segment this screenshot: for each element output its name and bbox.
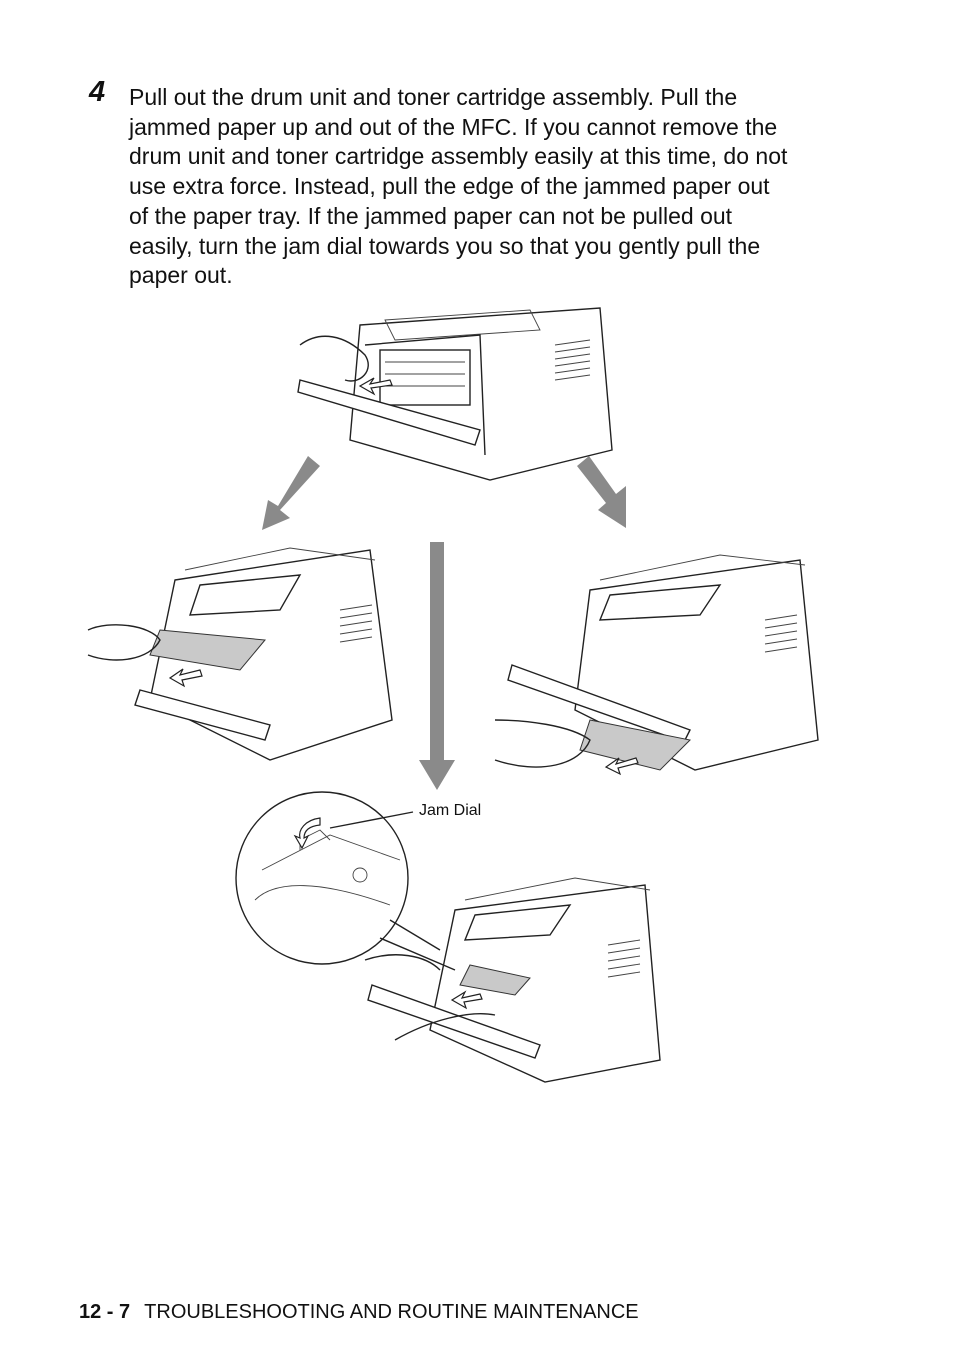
hand bbox=[394, 1013, 496, 1041]
instruction-line: easily, turn the jam dial towards you so… bbox=[129, 232, 761, 259]
vent-grille bbox=[764, 614, 798, 653]
pull-arrow bbox=[450, 990, 483, 1010]
instruction-line: use extra force. Instead, pull the edge … bbox=[129, 173, 770, 200]
magnifier-circle bbox=[235, 791, 409, 965]
rotate-arrow bbox=[293, 817, 321, 850]
vent-grille bbox=[607, 939, 641, 978]
direction-arrow-right bbox=[577, 456, 626, 528]
page-number: 12 - 7 bbox=[79, 1301, 131, 1323]
jammed-paper bbox=[579, 719, 692, 771]
direction-arrow-left bbox=[262, 456, 320, 530]
instruction-line: Pull out the drum unit and toner cartrid… bbox=[129, 84, 738, 110]
jam-dial-knob bbox=[352, 867, 368, 883]
jammed-paper bbox=[459, 964, 531, 996]
pull-from-tray-view bbox=[494, 554, 819, 776]
jam-dial-view bbox=[235, 791, 661, 1083]
vent-grille bbox=[554, 339, 591, 381]
instruction-line: paper out. bbox=[129, 262, 233, 289]
hand bbox=[87, 624, 161, 661]
vent-grille bbox=[339, 604, 373, 643]
callout-line bbox=[329, 811, 414, 829]
drum-removal-view bbox=[297, 307, 613, 481]
page-footer: 12 - 7 TROUBLESHOOTING AND ROUTINE MAINTE… bbox=[79, 1301, 639, 1324]
step-number: 4 bbox=[89, 76, 106, 108]
hand bbox=[364, 954, 441, 971]
instruction-line: drum unit and toner cartridge assembly e… bbox=[129, 143, 788, 170]
direction-arrow-down bbox=[419, 542, 455, 790]
step-instructions: Pull out the drum unit and toner cartrid… bbox=[129, 83, 834, 291]
hand bbox=[494, 719, 591, 768]
jam-dial-callout: Jam Dial bbox=[419, 802, 482, 819]
jammed-paper bbox=[149, 629, 266, 671]
pull-arrow bbox=[168, 668, 203, 688]
pull-up-view bbox=[87, 547, 393, 761]
pull-arrow bbox=[358, 377, 393, 396]
instruction-line: jammed paper up and out of the MFC. If y… bbox=[129, 113, 778, 140]
section-title: TROUBLESHOOTING AND ROUTINE MAINTENANCE bbox=[144, 1301, 639, 1323]
hand bbox=[299, 335, 369, 382]
pull-arrow bbox=[604, 757, 639, 776]
instruction-line: of the paper tray. If the jammed paper c… bbox=[129, 202, 733, 229]
jam-removal-illustration bbox=[87, 307, 819, 1083]
